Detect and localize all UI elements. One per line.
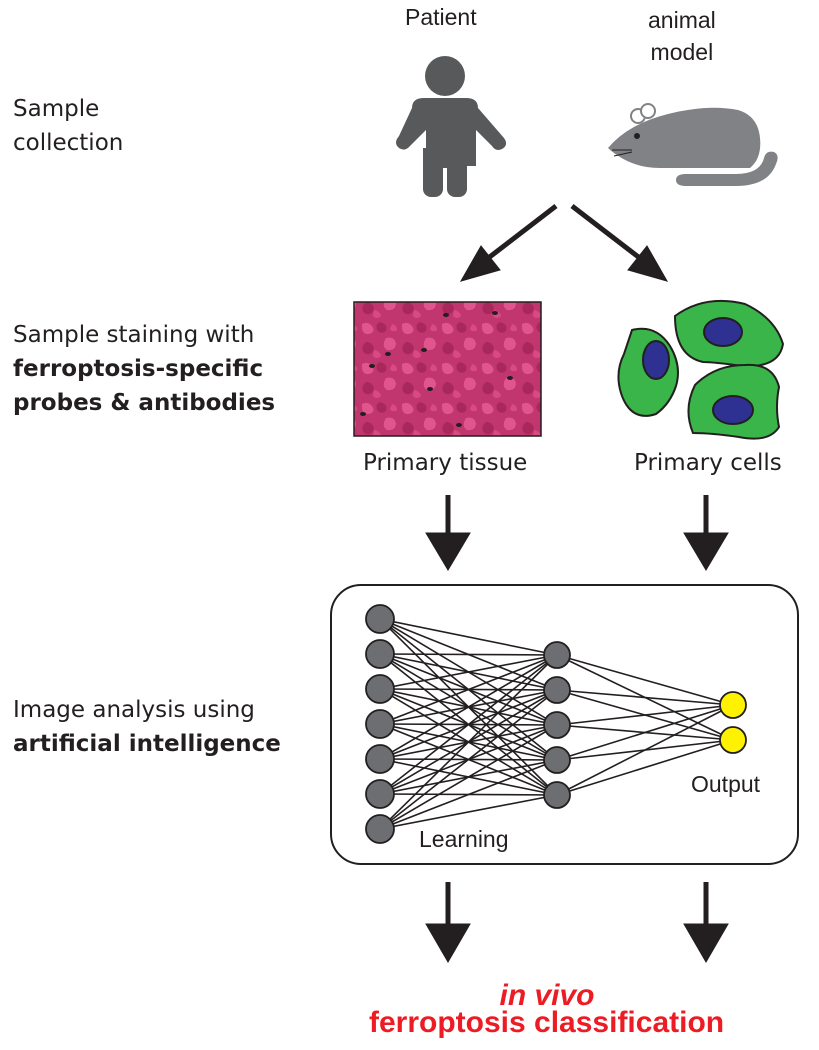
- down-arrows-to-result: [425, 882, 729, 963]
- staining-line1: Sample staining with: [13, 322, 255, 348]
- input-node: [365, 779, 395, 809]
- network-edge: [379, 689, 558, 830]
- staining-bold1: ferroptosis-specific: [13, 356, 264, 382]
- analysis-line1: Image analysis using: [13, 697, 255, 723]
- network-edge: [556, 689, 734, 706]
- output-node: [719, 691, 747, 719]
- hidden-node: [543, 746, 571, 774]
- primary-tissue-label: Primary tissue: [363, 450, 528, 476]
- animal-label-line1: animal: [648, 7, 716, 33]
- input-node: [365, 674, 395, 704]
- network-edge: [556, 704, 734, 726]
- input-node: [365, 604, 395, 634]
- output-label: Output: [691, 771, 761, 797]
- input-node: [365, 709, 395, 739]
- patient-label: Patient: [405, 4, 477, 30]
- down-arrows-to-network: [425, 495, 729, 571]
- output-node: [719, 726, 747, 754]
- network-edge: [379, 794, 558, 830]
- network-edge: [379, 653, 558, 656]
- patient-icon: [396, 56, 507, 197]
- network-edge: [379, 724, 558, 830]
- hidden-node: [543, 676, 571, 704]
- result-ferroptosis-classification: ferroptosis classification: [369, 1006, 725, 1039]
- mouse-icon: [608, 103, 778, 186]
- network-connections: [379, 618, 734, 830]
- network-edge: [379, 654, 558, 830]
- primary-cells-label: Primary cells: [634, 450, 782, 476]
- animal-label-line2: model: [650, 39, 714, 65]
- network-edge: [379, 654, 558, 690]
- step-sample-staining: Sample staining with ferroptosis-specifi…: [13, 318, 275, 420]
- network-edge: [379, 654, 558, 725]
- input-node: [365, 814, 395, 844]
- hidden-node: [543, 711, 571, 739]
- network-edge: [556, 704, 734, 796]
- learning-label: Learning: [419, 826, 509, 852]
- primary-tissue-image: [353, 301, 542, 437]
- hidden-node: [543, 641, 571, 669]
- network-edge: [379, 759, 558, 830]
- staining-bold2: probes & antibodies: [13, 390, 276, 416]
- network-edge: [556, 704, 734, 761]
- analysis-bold1: artificial intelligence: [13, 731, 281, 757]
- network-edge: [379, 654, 558, 760]
- animal-model-label: animal model: [648, 4, 716, 68]
- result-in-vivo: in vivo: [499, 979, 595, 1012]
- input-node: [365, 639, 395, 669]
- hidden-node: [543, 781, 571, 809]
- network-edge: [379, 618, 558, 656]
- collection-line1: Sample: [13, 96, 100, 122]
- step-sample-collection: Sample collection: [13, 92, 123, 160]
- primary-cells-image: [617, 299, 785, 440]
- network-edge: [556, 739, 734, 796]
- network-edge: [379, 654, 558, 795]
- network-nodes: [365, 604, 747, 844]
- collection-line2: collection: [13, 130, 124, 156]
- step-image-analysis: Image analysis using artificial intellig…: [13, 693, 281, 761]
- input-node: [365, 744, 395, 774]
- network-edge: [556, 654, 734, 706]
- split-arrows: [459, 204, 669, 282]
